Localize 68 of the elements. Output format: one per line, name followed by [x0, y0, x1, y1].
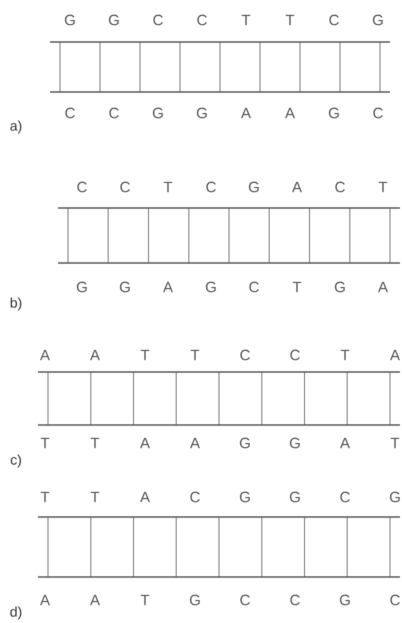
base-letter: G [390, 492, 400, 502]
base-letter: G [206, 282, 216, 292]
base-letter: C [390, 594, 400, 606]
base-letter: G [76, 282, 87, 292]
base-letter: T [286, 14, 294, 26]
base-letter: C [65, 108, 75, 118]
base-letter: A [390, 350, 400, 360]
base-letter: G [240, 492, 250, 502]
base-letter: G [248, 182, 259, 192]
base-letter: A [90, 350, 100, 360]
base-letter: C [329, 14, 339, 26]
base-letter: G [240, 438, 250, 448]
base-letter: G [108, 14, 119, 26]
base-letter: C [290, 350, 300, 360]
base-letter: A [90, 594, 100, 606]
base-letter: G [340, 594, 350, 606]
base-letter: A [285, 108, 295, 118]
base-letter: T [140, 594, 150, 606]
base-letter: C [340, 492, 350, 502]
base-letter: T [90, 492, 100, 502]
base-letter: A [378, 282, 388, 292]
base-letter: G [152, 108, 163, 118]
base-letter: C [153, 14, 163, 26]
panel-letter: d) [10, 606, 22, 620]
base-letter: T [40, 438, 50, 448]
base-letter: T [164, 182, 172, 192]
base-letter: T [390, 438, 400, 448]
base-letter: G [328, 108, 339, 118]
base-letter: A [140, 492, 150, 502]
panel-letter: b) [10, 297, 22, 311]
base-letter: T [378, 182, 388, 192]
base-letter: A [340, 438, 350, 448]
base-letter: G [372, 14, 383, 26]
base-letter: T [40, 492, 50, 502]
base-letter: C [190, 492, 200, 502]
base-letter: C [373, 108, 383, 118]
base-letter: C [77, 182, 87, 192]
base-letter: A [190, 438, 200, 448]
base-letter: T [190, 350, 200, 360]
base-letter: T [90, 438, 100, 448]
base-letter: C [290, 594, 300, 606]
base-letter: G [196, 108, 207, 118]
base-letter: C [249, 282, 259, 292]
base-letter: C [206, 182, 216, 192]
base-letter: A [140, 438, 150, 448]
base-letter: C [240, 350, 250, 360]
base-letter: G [290, 492, 300, 502]
base-letter: C [335, 182, 345, 192]
base-letter: G [334, 282, 345, 292]
base-letter: G [290, 438, 300, 448]
base-letter: G [120, 282, 130, 292]
base-letter: T [292, 282, 302, 292]
base-letter: A [40, 350, 50, 360]
base-letter: C [109, 108, 119, 118]
base-letter: A [292, 182, 302, 192]
panel-letter: a) [10, 120, 22, 134]
base-letter: A [163, 282, 173, 292]
base-letter: C [197, 14, 207, 26]
panel-letter: c) [10, 454, 21, 468]
base-letter: C [120, 182, 130, 192]
base-letter: T [340, 350, 350, 360]
base-letter: A [40, 594, 50, 606]
base-letter: G [64, 14, 75, 26]
base-letter: T [140, 350, 150, 360]
base-letter: G [190, 594, 200, 606]
base-letter: T [242, 14, 250, 26]
base-letter: A [241, 108, 251, 118]
base-letter: C [240, 594, 250, 606]
